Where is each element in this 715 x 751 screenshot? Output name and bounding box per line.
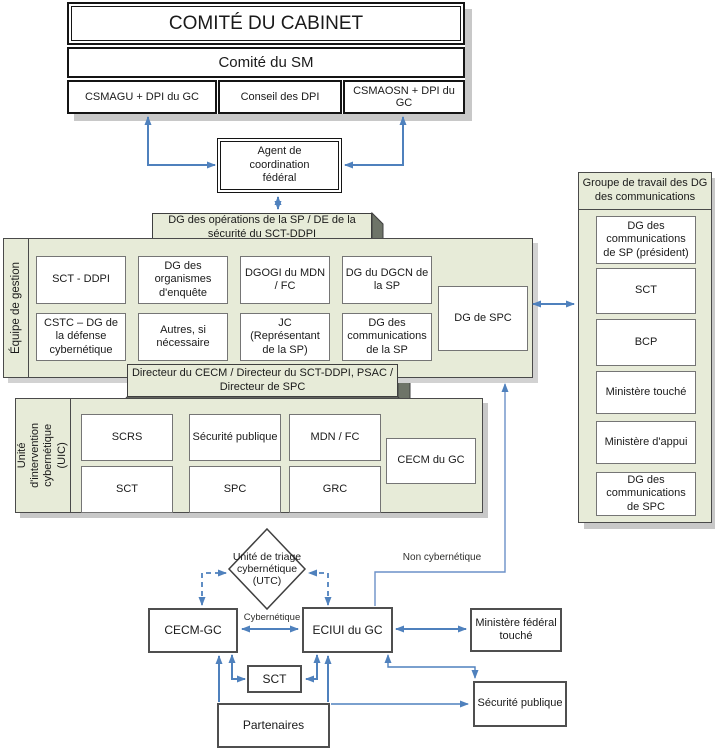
uic-container: Unité d'intervention cybernétique (UIC) …: [15, 398, 483, 513]
comms-workgroup-container: Groupe de travail des DG des communicati…: [578, 172, 712, 523]
federal-coordinator-box: Agent de coordination fédéral: [217, 138, 342, 193]
node-dgogi-mdn-fc: DGOGI du MDN / FC: [240, 256, 330, 304]
node-dg-dgcn-sp: DG du DGCN de la SP: [342, 256, 432, 304]
arrow-eciui-sct: [305, 654, 321, 683]
cyber-flow-label: Cybernétique: [243, 612, 301, 623]
node-mdn-fc: MDN / FC: [289, 414, 381, 461]
node-sct-bottom: SCT: [247, 665, 302, 693]
node-securite-publique-bottom: Sécurité publique: [473, 681, 567, 727]
dpi-council-box: Conseil des DPI: [218, 80, 342, 114]
node-ministere-federal-touche: Ministère fédéral touché: [470, 608, 562, 652]
node-cecm-du-gc: CECM du GC: [386, 438, 476, 484]
node-eciui-du-gc: ECIUI du GC: [302, 607, 393, 653]
node-sct-uic: SCT: [81, 466, 173, 513]
node-grc: GRC: [289, 466, 381, 513]
arrow-eciui-public-safety: [384, 654, 479, 679]
cabinet-committee-label: COMITÉ DU CABINET: [71, 6, 461, 41]
triage-diamond-label: Unité de triage cybernétique (UTC): [232, 550, 302, 588]
node-scrs: SCRS: [81, 414, 173, 461]
node-partenaires: Partenaires: [217, 703, 330, 748]
node-jc-representant-sp: JC (Représentant de la SP): [240, 313, 330, 361]
node-dg-spc: DG de SPC: [438, 286, 528, 351]
node-dg-communications-sp: DG des communications de la SP: [342, 313, 432, 361]
arrow-dashed-triage-cecm: [198, 569, 227, 606]
node-dg-organismes-enquete: DG des organismes d'enquête: [138, 256, 228, 304]
node-ministere-appui: Ministère d'appui: [596, 421, 696, 464]
node-ministere-touche: Ministère touché: [596, 371, 696, 414]
node-dg-comms-spc: DG des communications de SPC: [596, 472, 696, 516]
directors-band: Directeur du CECM / Directeur du SCT-DDP…: [127, 364, 398, 397]
comms-workgroup-title: Groupe de travail des DG des communicati…: [579, 173, 711, 210]
arrow-csmaosn-coordinator: [344, 116, 407, 169]
csmaosn-box: CSMAOSN + DPI du GC: [343, 80, 465, 114]
federal-coordinator-label: Agent de coordination fédéral: [220, 141, 339, 190]
node-sct-ddpi: SCT - DDPI: [36, 256, 126, 304]
node-cecm-gc: CECM-GC: [148, 608, 238, 653]
node-securite-publique-uic: Sécurité publique: [189, 414, 281, 461]
non-cyber-flow-label: Non cybernétique: [402, 552, 482, 563]
arrow-dashed-triage-eciui: [308, 569, 332, 606]
node-cstc-defense-cyber: CSTC – DG de la défense cybernétique: [36, 313, 126, 361]
csmagu-box: CSMAGU + DPI du GC: [67, 80, 217, 114]
arrow-cecm-sct: [228, 654, 246, 683]
cabinet-committee-box: COMITÉ DU CABINET: [67, 2, 465, 45]
node-autres: Autres, si nécessaire: [138, 313, 228, 361]
uic-side-label: Unité d'intervention cybernétique (UIC): [16, 399, 71, 512]
management-team-container: Équipe de gestion SCT - DDPI DG des orga…: [3, 238, 533, 378]
node-bcp: BCP: [596, 319, 696, 366]
cabinet-hierarchy-block: COMITÉ DU CABINET Comité du SM CSMAGU + …: [67, 2, 465, 114]
node-dg-comms-sp-president: DG des communications de SP (président): [596, 216, 696, 264]
node-spc-uic: SPC: [189, 466, 281, 513]
arrow-csmagu-coordinator: [144, 116, 216, 169]
sm-committee-box: Comité du SM: [67, 47, 465, 78]
node-sct-workgroup: SCT: [596, 268, 696, 314]
management-team-side-label: Équipe de gestion: [4, 239, 29, 377]
